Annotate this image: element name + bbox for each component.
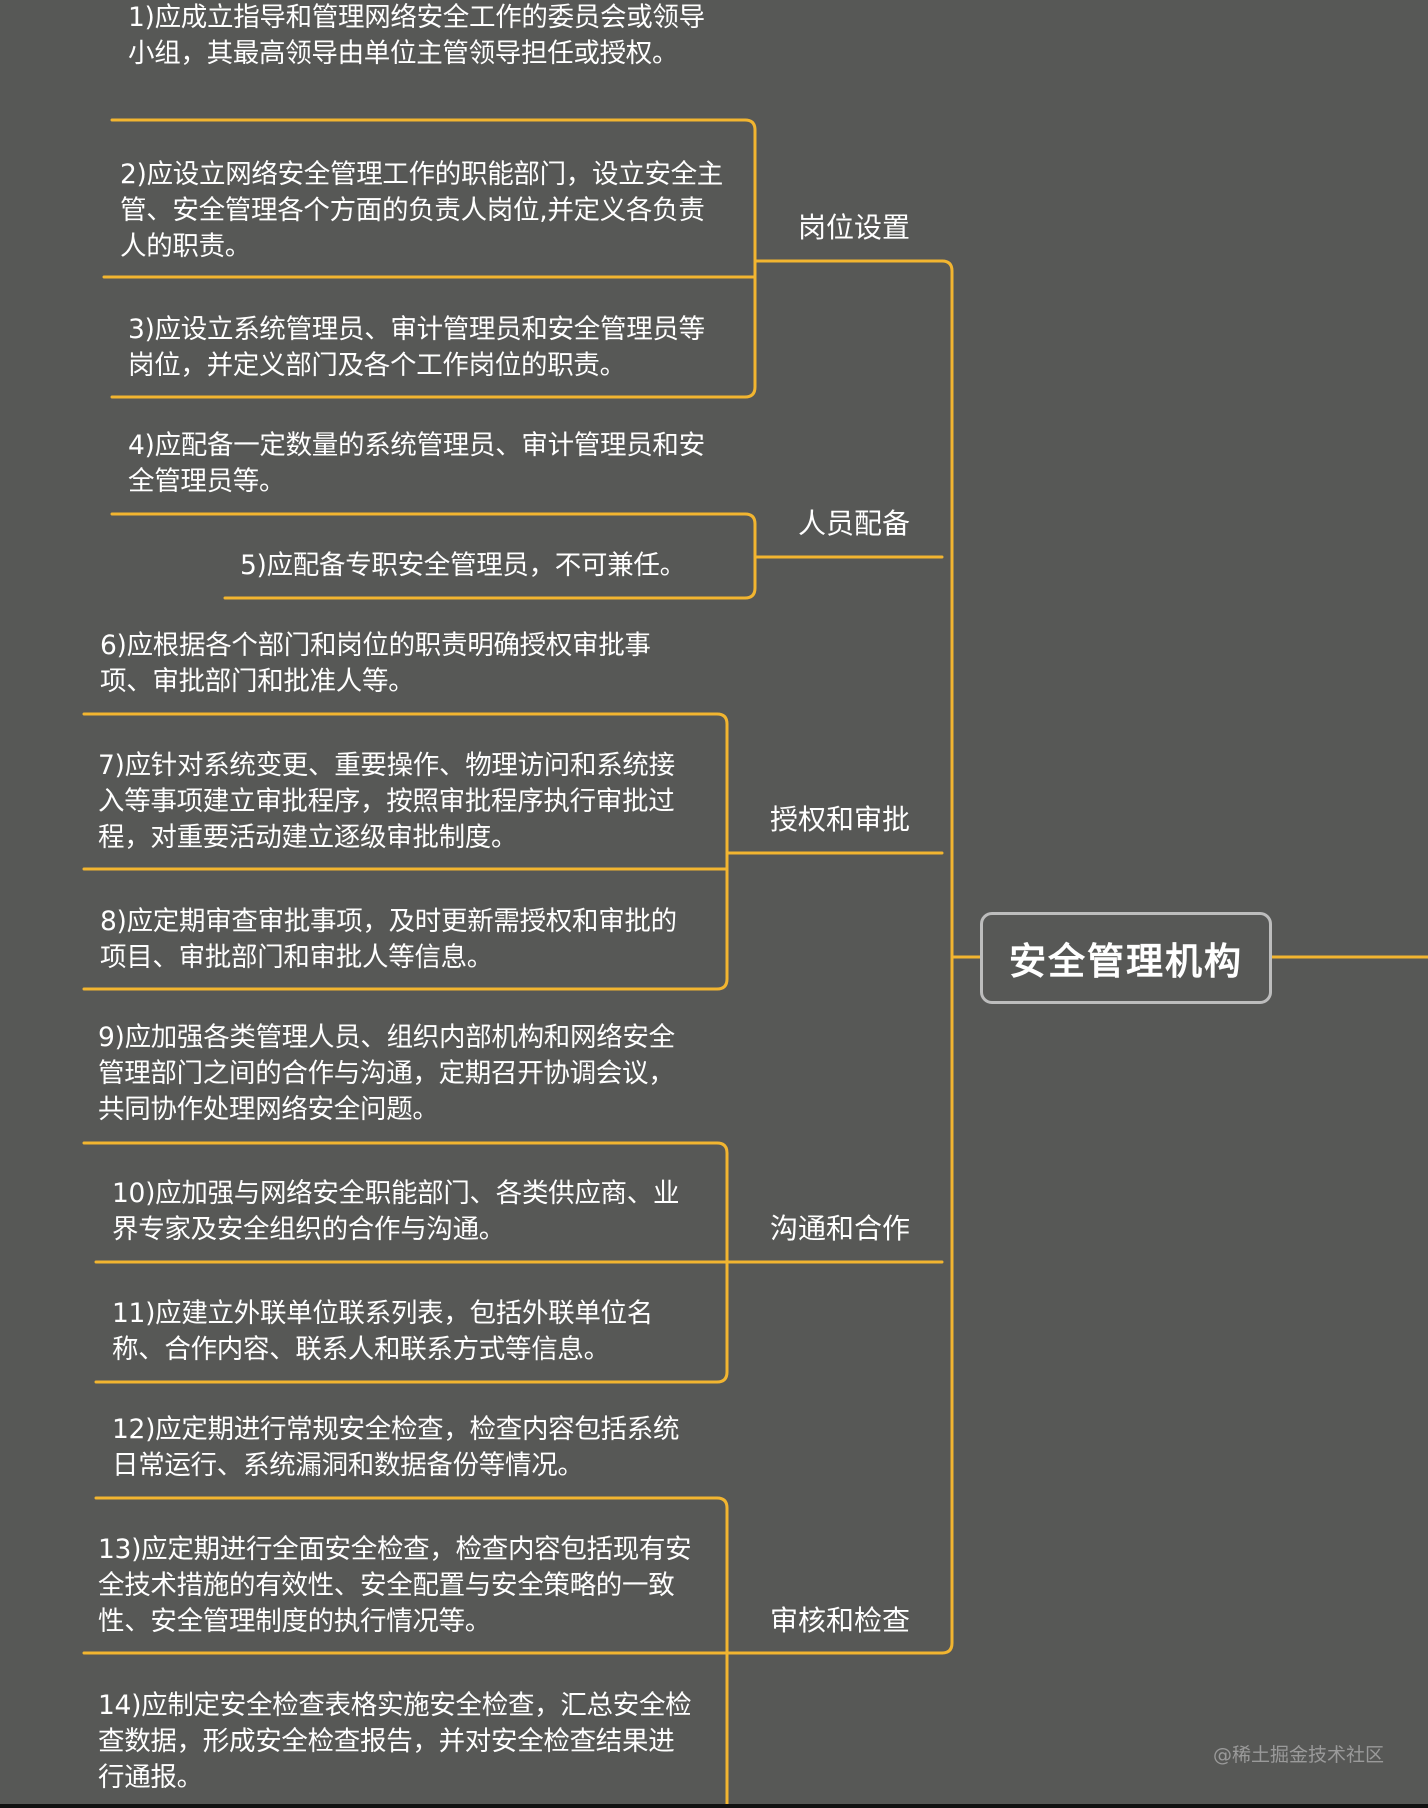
item-9: 9)应加强各类管理人员、组织内部机构和网络安全管理部门之间的合作与沟通，定期召开…	[98, 1022, 675, 1125]
bottom-edge	[0, 1804, 1428, 1808]
branch-label-renyuan: 人员配备	[798, 507, 911, 540]
connector-trunk	[940, 259, 954, 1655]
item-1: 1)应成立指导和管理网络安全工作的委员会或领导小组，其最高领导由单位主管领导担任…	[128, 2, 705, 69]
item-12: 12)应定期进行常规安全检查，检查内容包括系统日常运行、系统漏洞和数据备份等情况…	[112, 1414, 680, 1481]
item-13: 13)应定期进行全面安全检查，检查内容包括现有安全技术措施的有效性、安全配置与安…	[98, 1534, 692, 1637]
connector-group-2	[82, 712, 729, 991]
item-8: 8)应定期审查审批事项，及时更新需授权和审批的项目、审批部门和审批人等信息。	[100, 906, 677, 973]
branch-label-gangwei: 岗位设置	[798, 211, 911, 244]
connector-group-0	[110, 118, 757, 399]
item-10: 10)应加强与网络安全职能部门、各类供应商、业界专家及安全组织的合作与沟通。	[112, 1178, 680, 1245]
branch-label-goutong: 沟通和合作	[770, 1212, 911, 1245]
item-4: 4)应配备一定数量的系统管理员、审计管理员和安全管理员等。	[128, 430, 705, 497]
branch-label-shouquan: 授权和审批	[770, 803, 911, 836]
item-14: 14)应制定安全检查表格实施安全检查，汇总安全检查数据，形成安全检查报告，并对安…	[98, 1690, 692, 1793]
item-6: 6)应根据各个部门和岗位的职责明确授权审批事项、审批部门和批准人等。	[100, 630, 651, 697]
item-2: 2)应设立网络安全管理工作的职能部门，设立安全主管、安全管理各个方面的负责人岗位…	[120, 159, 723, 262]
item-11: 11)应建立外联单位联系列表，包括外联单位名称、合作内容、联系人和联系方式等信息…	[112, 1298, 653, 1365]
item-5: 5)应配备专职安全管理员，不可兼任。	[240, 550, 686, 581]
root-node[interactable]: 安全管理机构	[980, 912, 1272, 1004]
connector-group-4	[94, 1496, 729, 1806]
branch-label-shenhe: 审核和检查	[770, 1604, 911, 1637]
item-7: 7)应针对系统变更、重要操作、物理访问和系统接入等事项建立审批程序，按照审批程序…	[98, 750, 675, 853]
item-3: 3)应设立系统管理员、审计管理员和安全管理员等岗位，并定义部门及各个工作岗位的职…	[128, 314, 705, 381]
watermark: @稀土掘金技术社区	[1212, 1744, 1384, 1766]
connector-group-1	[110, 512, 757, 600]
